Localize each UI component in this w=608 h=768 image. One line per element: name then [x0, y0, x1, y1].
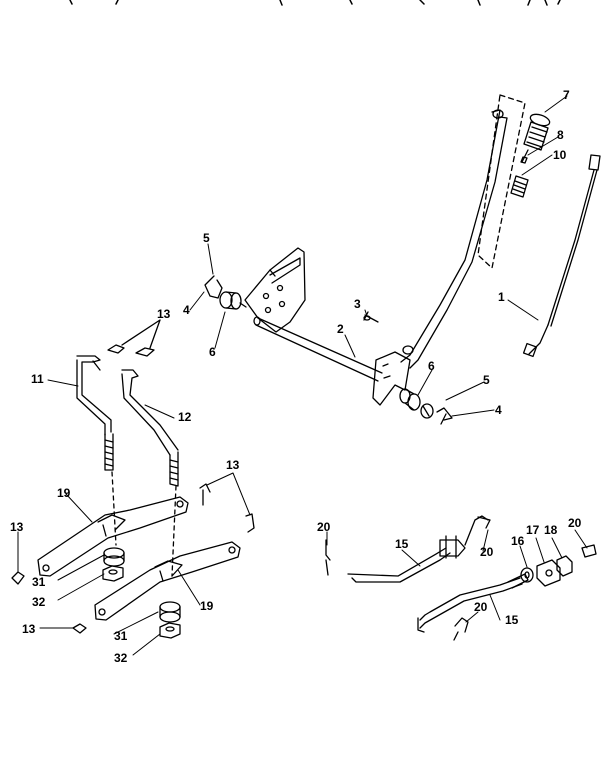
- bushing-31-lower: [159, 601, 181, 623]
- lift-arm-19-upper: [37, 496, 189, 577]
- clip-5-right: [420, 403, 434, 419]
- callout-20-a: 20: [317, 520, 331, 534]
- bushing-6-right: [399, 388, 421, 411]
- alignment-dashes: [111, 471, 177, 577]
- callout-2: 2: [337, 322, 344, 336]
- pins-13-side: [11, 483, 255, 634]
- callout-7: 7: [563, 88, 570, 102]
- callout-11: 11: [31, 372, 44, 386]
- callout-13-mid: 13: [226, 458, 240, 472]
- callout-12: 12: [178, 410, 192, 424]
- washer-16: [520, 567, 534, 583]
- callout-20-c: 20: [568, 516, 582, 530]
- callout-13-left: 13: [10, 520, 24, 534]
- callout-13-top: 13: [157, 307, 171, 321]
- clips-20: [325, 539, 597, 641]
- callout-19-upper: 19: [57, 486, 71, 500]
- nut-32-lower: [159, 622, 181, 639]
- spring-10: [510, 175, 529, 198]
- callout-19-lower: 19: [200, 599, 214, 613]
- pins-13-top: [107, 319, 161, 357]
- callout-32-lower: 32: [114, 651, 128, 665]
- pin-8: [520, 156, 528, 164]
- callout-32-upper: 32: [32, 595, 46, 609]
- spring-outline-dashed: [477, 94, 526, 269]
- mounting-plate: [244, 247, 306, 333]
- callout-5-right: 5: [483, 373, 490, 387]
- lever-bracket: [372, 345, 414, 406]
- cropped-header-marks: [69, 0, 561, 6]
- callout-8: 8: [557, 128, 564, 142]
- callout-5-left: 5: [203, 231, 210, 245]
- callout-13-lower: 13: [22, 622, 36, 636]
- callout-15-lower: 15: [505, 613, 519, 627]
- callout-16: 16: [511, 534, 525, 548]
- bushing-6-left: [219, 291, 247, 310]
- nut-18: [556, 555, 573, 577]
- lift-lever: [400, 109, 508, 369]
- callout-31-upper: 31: [32, 575, 46, 589]
- callout-4-left: 4: [183, 303, 190, 317]
- callout-31-lower: 31: [114, 629, 128, 643]
- callout-20-b: 20: [480, 545, 494, 559]
- bushing-31-upper: [103, 547, 125, 567]
- callout-3: 3: [354, 297, 361, 311]
- leader-lines: [17, 95, 588, 656]
- lift-rod-1: [522, 154, 601, 358]
- callout-18: 18: [544, 523, 558, 537]
- callout-20-d: 20: [474, 600, 488, 614]
- spring-7: [521, 113, 551, 163]
- callout-6-left: 6: [209, 345, 216, 359]
- rod-15-upper: [347, 515, 491, 583]
- callout-17: 17: [526, 523, 540, 537]
- lift-link-11: [76, 355, 114, 471]
- lift-link-12: [121, 369, 179, 487]
- rod-15-lower: [417, 573, 529, 633]
- nut-32-upper: [102, 565, 124, 582]
- callout-6-right: 6: [428, 359, 435, 373]
- callout-15-upper: 15: [395, 537, 409, 551]
- clip-5-left: [204, 275, 223, 299]
- callout-4-right: 4: [495, 403, 502, 417]
- pin-4-right: [436, 407, 453, 425]
- callout-10: 10: [553, 148, 567, 162]
- block-17: [536, 559, 561, 587]
- callout-1: 1: [498, 290, 505, 304]
- lift-arm-19-lower: [94, 541, 241, 621]
- cross-shaft-2: [253, 316, 383, 382]
